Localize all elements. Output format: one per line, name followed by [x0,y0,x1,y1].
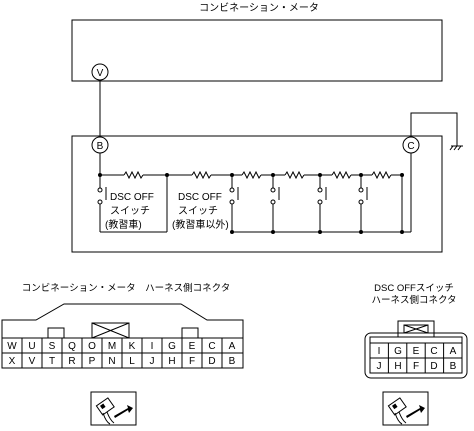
switch-b-label-line1: DSC OFF [178,192,222,203]
connector-left-pins-row2: X V T R P N L J H F D B [9,356,236,367]
pin-label: J [377,361,382,372]
pin-label: V [29,356,36,367]
pin-label: C [208,341,215,352]
pin-label: J [150,356,155,367]
connector-right-label-line1: DSC OFFスイッチ [374,283,454,294]
pin-label: D [208,356,215,367]
pin-label: S [49,341,56,352]
switch-b-label-line3: (教習車以外) [172,218,229,231]
switch-terminal-c-label: C [407,141,414,152]
pin-label: D [430,361,437,372]
pin-label: R [68,356,75,367]
pin-label: E [413,346,420,357]
connector-left-pins-row1: W U S Q O M K I G E C A [7,341,235,352]
pin-label: E [189,341,196,352]
pin-label: H [168,356,175,367]
pin-label: Q [68,341,76,352]
connector-right-label-line2: ハーネス側コネクタ [371,294,456,306]
switch-terminal-b-label: B [97,141,104,152]
switch-b-label-line2: スイッチ [178,205,218,217]
pin-label: M [108,341,116,352]
pin-label: X [9,356,16,367]
pin-label: B [229,356,236,367]
junction-dots [98,173,404,234]
ground-icon [449,145,463,151]
pin-label: U [28,341,35,352]
pin-label: I [378,346,381,357]
connector-right-pins-row2: J H F D B [377,361,457,372]
meter-box [71,19,443,82]
pin-label: P [89,356,96,367]
meter-terminal-v-label: V [97,68,104,79]
connector-plug-icon [90,391,137,426]
pin-label: T [49,356,55,367]
switch-a-label-line3: (教習車) [105,218,142,231]
pin-label: N [108,356,115,367]
pin-label: F [189,356,195,367]
pin-label: C [430,346,437,357]
connector-left-label: コンビネーション・メータ ハーネス側コネクタ [22,282,230,294]
pin-label: H [394,361,401,372]
pin-label: A [450,346,457,357]
connector-plug-icon [382,391,429,426]
pin-label: F [413,361,419,372]
pin-label: A [229,341,236,352]
meter-title: コンビネーション・メータ [199,2,319,14]
connector-right [364,320,468,379]
pin-label: B [450,361,457,372]
pin-label: G [394,346,402,357]
pin-label: G [168,341,176,352]
pin-label: K [129,341,136,352]
pin-label: I [151,341,154,352]
wire-c-to-ground [410,112,458,146]
connector-right-pins-row1: I G E C A [378,346,457,357]
pin-label: O [88,341,96,352]
switch-a-label-line1: DSC OFF [110,192,154,203]
switch-a-label-line2: スイッチ [110,205,150,217]
switch-contacts [97,187,364,205]
pin-label: L [129,356,135,367]
pin-label: W [7,341,17,352]
switch-unit-box [71,135,443,253]
connector-left [1,303,244,369]
